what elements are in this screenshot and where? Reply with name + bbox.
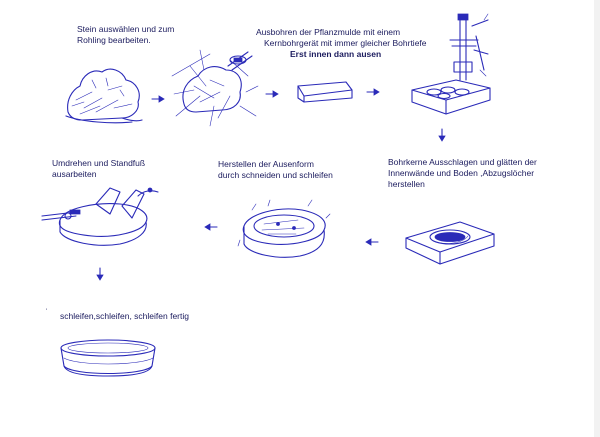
sketch-rough-block [297,81,353,103]
step-4-caption: Herstellen der Ausenform durch schneiden… [218,159,333,180]
step-6-caption: schleifen,schleifen, schleifen fertig [60,311,189,321]
step-5-caption: Umdrehen und Standfuß ausarbeiten [52,158,146,179]
step-1-caption: Stein auswählen und zum Rohling bearbeit… [77,24,175,45]
sketch-hollowed-block [405,221,495,265]
arrow-right-icon [265,90,279,98]
arrow-down-icon [96,267,104,281]
sketch-roughing [171,49,259,127]
page-edge [594,0,600,437]
sketch-foot-carving [41,187,159,246]
sketch-finished-bowl [60,339,156,377]
arrow-left-icon [204,223,218,231]
arrow-right-icon [366,88,380,96]
step-3-caption: Bohrkerne Ausschlagen und glätten der In… [388,157,537,189]
sketch-outer-shaping [237,199,331,258]
stray-mark: ' [46,309,48,315]
sketch-raw-stone [65,68,143,124]
step-2-emphasis: Erst innen dann ausen [290,49,382,59]
arrow-down-icon [438,128,446,142]
arrow-right-icon [151,95,165,103]
step-2-caption: Ausbohren der Pflanzmulde mit einem Kern… [256,27,427,59]
sketch-core-drilling [411,13,491,115]
arrow-left-icon [365,238,379,246]
